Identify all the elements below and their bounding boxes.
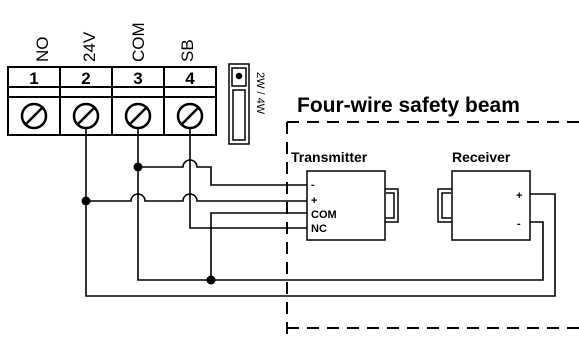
terminal-labels: NO 24V COM SB	[33, 22, 197, 62]
wires	[85, 128, 556, 297]
receiver-pin-plus: +	[516, 190, 522, 202]
transmitter-title: Transmitter	[291, 149, 368, 165]
terminal-3-label: COM	[129, 22, 148, 62]
terminal-1-label: NO	[33, 37, 52, 63]
transmitter-pin-plus: +	[311, 195, 317, 207]
jumper-label: 2W / 4W	[254, 72, 266, 115]
receiver-title: Receiver	[452, 149, 511, 165]
transmitter-pin-com: COM	[311, 209, 337, 221]
screw-terminal-2	[72, 102, 100, 130]
terminal-block	[7, 66, 217, 136]
wire-sb-to-transmitter-nc	[189, 128, 307, 229]
receiver-pin-minus: -	[517, 218, 521, 230]
junction-dot	[81, 196, 91, 206]
transmitter-pins: - + COM NC	[311, 179, 337, 235]
terminal-numbers: 1 2 3 4	[29, 69, 195, 88]
wire-junctions	[81, 162, 216, 285]
wire-24v-to-transmitter-plus	[86, 193, 307, 202]
receiver-pins: + -	[516, 190, 522, 230]
terminal-4-label: SB	[178, 39, 197, 62]
terminal-4-number: 4	[185, 69, 195, 88]
screw-terminal-3	[124, 102, 152, 130]
wire-24v-loop	[85, 128, 556, 297]
transmitter-body	[306, 170, 399, 241]
wire-com-to-receiver-minus	[137, 128, 544, 281]
terminal-1-number: 1	[29, 69, 38, 88]
transmitter-pin-minus: -	[311, 179, 315, 191]
screw-terminal-1	[20, 102, 48, 130]
beam-box-title: Four-wire safety beam	[297, 94, 520, 117]
jumper-2w-4w	[228, 63, 250, 145]
terminal-3-number: 3	[133, 69, 142, 88]
junction-dot	[133, 162, 143, 172]
receiver-body	[437, 170, 531, 241]
screw-terminal-4	[176, 102, 204, 130]
wire-com-to-transmitter-com	[210, 212, 307, 280]
terminal-2-label: 24V	[80, 31, 99, 62]
junction-dot	[206, 275, 216, 285]
transmitter-pin-nc: NC	[311, 223, 327, 235]
terminal-2-number: 2	[81, 69, 90, 88]
wire-com-to-transmitter-minus	[138, 159, 307, 186]
